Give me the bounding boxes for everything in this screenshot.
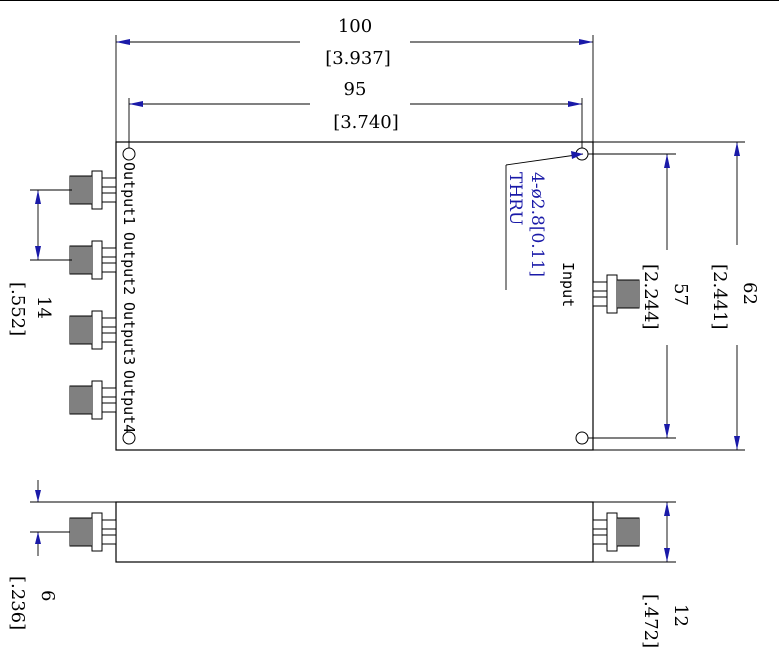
dim-offset-mm: 6 (37, 590, 58, 601)
output2-label: Output2 (120, 232, 138, 295)
dim-pitch-in: [.552] (7, 282, 28, 336)
output4-connector (69, 380, 117, 420)
mount-hole-br (575, 431, 589, 445)
dim-holes-h-in: [2.244] (640, 264, 661, 330)
dim-holes-w-in: [3.740] (333, 112, 399, 133)
output1-connector (69, 170, 117, 210)
dim-height-mm: 62 (739, 282, 760, 305)
dim-holes-w-mm: 95 (344, 79, 367, 100)
side-input-connector (592, 512, 640, 552)
dim-width-mm: 100 (338, 16, 372, 37)
dim-pitch-mm: 14 (33, 296, 54, 319)
dim-width-in: [3.937] (325, 48, 391, 69)
dim-height-in: [2.441] (709, 264, 730, 330)
mount-hole-bl (122, 431, 136, 445)
dim-holes-h-mm: 57 (670, 283, 691, 306)
output2-connector (69, 240, 117, 280)
hole-thru-text: THRU (505, 172, 525, 225)
input-connector (592, 274, 640, 314)
dim-offset-in: [.236] (7, 576, 28, 630)
output1-label: Output1 (120, 162, 138, 225)
dim-thick-mm: 12 (670, 604, 691, 627)
hole-spec-text: 4-ø2.8[0.11] (527, 172, 547, 277)
output3-label: Output3 (120, 302, 138, 365)
side-output-connector (69, 512, 117, 552)
input-label: Input (559, 262, 577, 307)
mount-hole-tl (122, 147, 136, 161)
output3-connector (69, 310, 117, 350)
dim-thick-in: [.472] (640, 594, 661, 648)
housing-side-view (115, 501, 594, 563)
output4-label: Output4 (120, 370, 138, 433)
